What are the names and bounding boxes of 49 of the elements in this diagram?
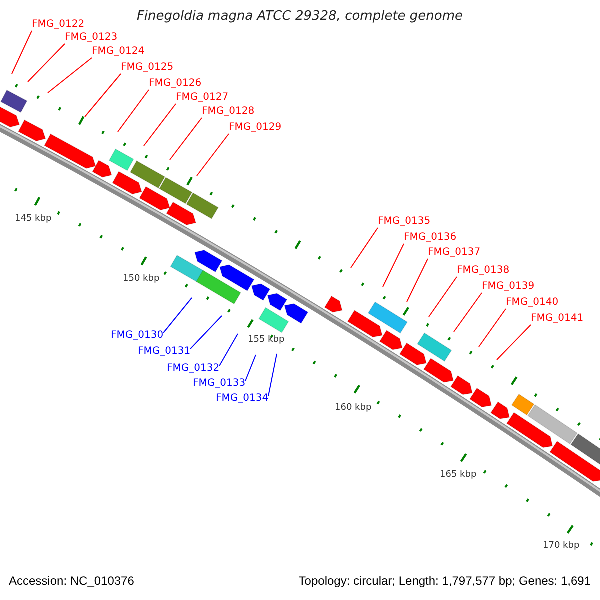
leader-line [28,44,66,82]
accession-text: Accession: NC_010376 [9,574,134,588]
leader-line [196,134,230,176]
gene-label: FMG_0132 [167,363,220,375]
gene-label: FMG_0136 [404,232,457,244]
gene-label: FMG_0131 [138,346,191,358]
leader-line [219,334,238,366]
leader-line [118,90,150,132]
gene-label: FMG_0126 [149,78,202,90]
leader-line [190,316,222,350]
leader-line [406,258,428,302]
tick-label: 150 kbp [123,273,160,286]
leader-line [84,74,122,118]
gene-label: FMG_0130 [111,330,164,342]
gene-label: FMG_0134 [216,393,269,405]
tick-label: 145 kbp [15,213,52,226]
gene-label: FMG_0140 [506,297,559,309]
gene-label: FMG_0137 [428,247,481,259]
leader-line [478,308,506,348]
gene-label: FMG_0125 [121,62,174,74]
gene-label: FMG_0133 [193,378,246,390]
title: Finegoldia magna ATCC 29328, complete genome [136,9,464,25]
leader-line [428,276,458,318]
genome-summary-text: Topology: circular; Length: 1,797,577 bp; Genes: 1,691 [298,574,591,588]
leader-line [12,30,32,74]
gene-label: FMG_0127 [176,92,229,104]
gene-label: FMG_0138 [457,265,510,277]
gene-label: FMG_0128 [202,106,255,118]
leader-line [245,354,256,382]
gene-label: FMG_0122 [32,19,85,31]
gene-label: FMG_0141 [531,313,584,325]
gene-label: FMG_0123 [65,32,118,44]
leader-line [454,292,482,332]
leader-line [268,354,278,396]
leader-line [382,244,404,288]
leader-line [350,228,378,268]
tick-label: 155 kbp [248,334,285,347]
tick-label: 170 kbp [543,540,580,553]
leader-line [496,324,532,360]
leader-line [144,104,176,146]
leader-line [163,298,192,334]
tick-label: 165 kbp [440,469,477,482]
gene-label: FMG_0135 [378,216,431,228]
gene-label: FMG_0129 [229,122,282,134]
gene-label: FMG_0139 [482,281,535,293]
gene-label: FMG_0124 [92,46,145,58]
leader-line [48,58,92,94]
leader-line [170,118,202,160]
tick-label: 160 kbp [335,402,372,415]
